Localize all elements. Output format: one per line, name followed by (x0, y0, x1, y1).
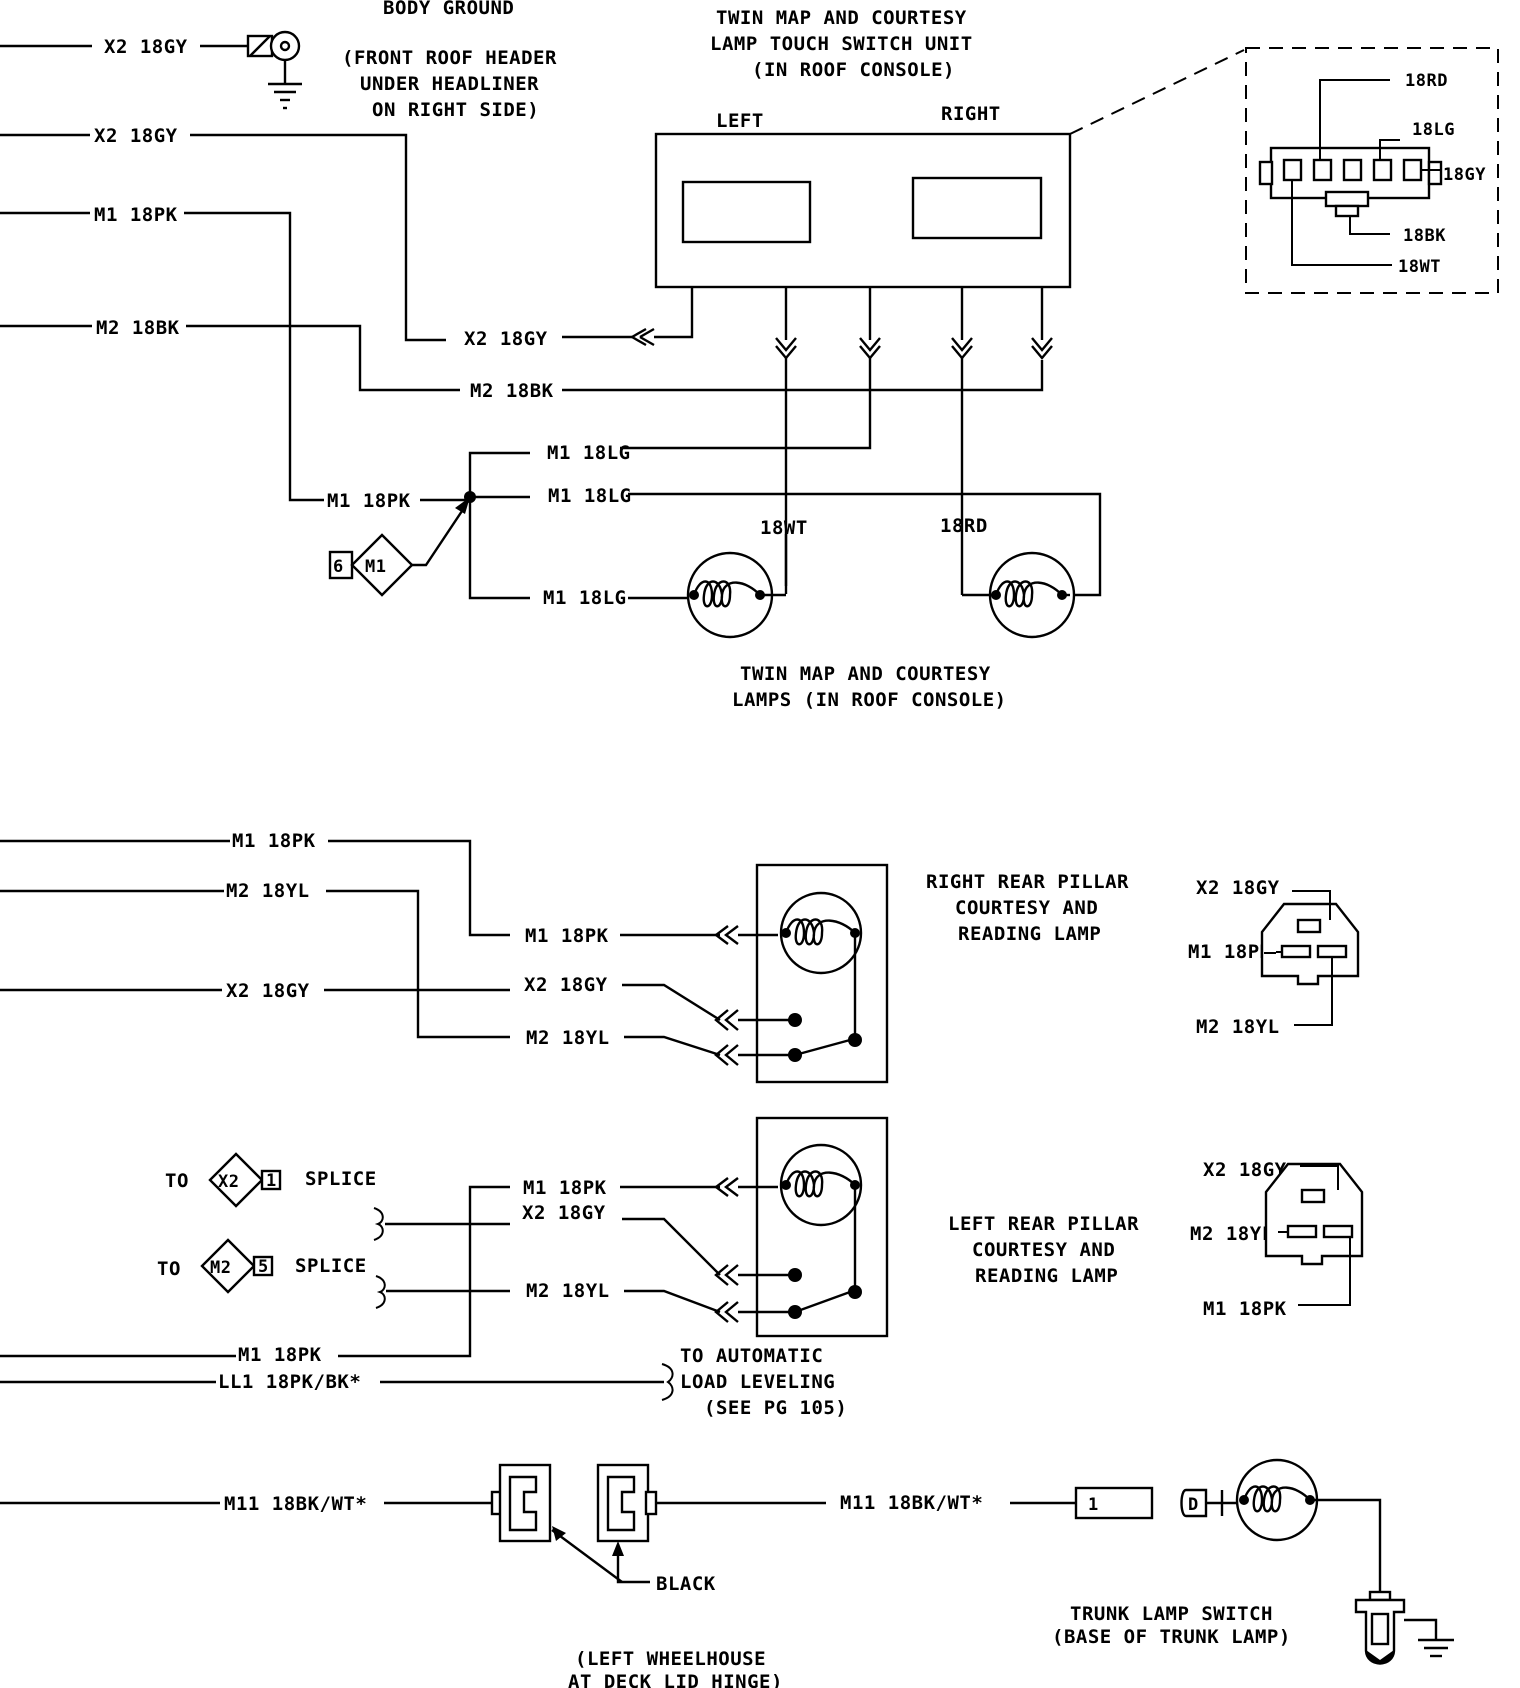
switch-connector-detail: 18RD 18LG 18GY 18BK 18WT (1245, 47, 1499, 294)
rr-pillar-3-label: READING LAMP (958, 923, 1101, 945)
body-ground-title-label: BODY GROUND (383, 0, 514, 19)
switch-terminals (620, 287, 1053, 595)
ll1-18pkbk-label: LL1 18PK/BK* (218, 1371, 361, 1393)
circuit-label: M2 (210, 1258, 231, 1278)
w18wt-label: 18WT (760, 517, 808, 539)
to-label: TO (165, 1170, 189, 1192)
m1-18lg-label: M1 18LG (547, 442, 631, 464)
left-rear-pillar-lamp: TO X2 1 SPLICE X2 18GY TO M2 5 SPLICE M2… (0, 1116, 1364, 1366)
x2-18gy-label: X2 18GY (226, 980, 310, 1002)
m1-18pk-label: M1 18PK (327, 490, 411, 512)
twin-lamps-2-label: LAMPS (IN ROOF CONSOLE) (732, 689, 1007, 711)
left-label: LEFT (716, 110, 764, 132)
right-touch-pad (911, 176, 1043, 240)
splice-label: SPLICE (295, 1255, 367, 1277)
right-rear-pillar-lamp: M1 18PK M1 18PK M2 18YL M2 18YL X2 18GY … (0, 830, 1360, 1084)
m2-18yl-label: M2 18YL (226, 880, 310, 902)
m2-18yl-label: M2 18YL (1190, 1223, 1274, 1245)
w18bk-label: 18BK (1403, 226, 1446, 246)
m1-18lg-label: M1 18LG (548, 485, 632, 507)
m1-18pk-label: M1 18PK (1188, 941, 1272, 963)
switch-title-3-label: (IN ROOF CONSOLE) (752, 59, 955, 81)
number-label: 6 (333, 557, 344, 577)
m11-18bkwt-label: M11 18BK/WT* (224, 1493, 367, 1515)
body-ground-loc-1-label: (FRONT ROOF HEADER (342, 47, 557, 69)
rr-pillar-connector (1260, 902, 1360, 986)
trunk-switch-pin-label: 1 (1088, 1495, 1099, 1515)
m1-splice-branch: M1 18LG M1 18LG M1 18LG 6 M1 (328, 442, 1102, 609)
m1-18pk-label: M1 18PK (94, 204, 178, 226)
m2-18yl-label: M2 18YL (1196, 1016, 1280, 1038)
m1-18pk-label: M1 18PK (1203, 1298, 1287, 1320)
m1-18pk-label: M1 18PK (525, 925, 609, 947)
auto-level-1-label: TO AUTOMATIC (680, 1345, 823, 1367)
trunk-switch-connector (1074, 1486, 1154, 1520)
twin-lamps-1-label: TWIN MAP AND COURTESY (740, 663, 991, 685)
m2-18yl-label: M2 18YL (526, 1027, 610, 1049)
x2-18gy-label: X2 18GY (1196, 877, 1280, 899)
auto-level-3-label: (SEE PG 105) (704, 1397, 847, 1419)
m1-18pk-label: M1 18PK (238, 1344, 322, 1366)
load-leveling-lead: LL1 18PK/BK* TO AUTOMATIC LOAD LEVELING … (0, 1345, 847, 1419)
wheelhouse-2-label: AT DECK LID HINGE) (568, 1671, 783, 1688)
trunk-lamp-plug-label: D (1188, 1495, 1199, 1515)
splice-label: SPLICE (305, 1168, 377, 1190)
left-touch-pad (681, 180, 812, 244)
w18rd-label: 18RD (940, 515, 988, 537)
twin-map-lamps: 18WT 18RD TWIN MAP AND COURTESY LAMPS (I… (686, 515, 1076, 711)
lr-pillar-1-label: LEFT REAR PILLAR (948, 1213, 1139, 1235)
body-ground-loc-3-label: ON RIGHT SIDE) (372, 99, 539, 121)
right-label: RIGHT (941, 103, 1001, 125)
trunk-switch-2-label: (BASE OF TRUNK LAMP) (1052, 1626, 1291, 1648)
number-label: 1 (266, 1171, 277, 1191)
m1-18lg-label: M1 18LG (543, 587, 627, 609)
rr-pillar-1-label: RIGHT REAR PILLAR (926, 871, 1129, 893)
touch-switch-unit: TWIN MAP AND COURTESY LAMP TOUCH SWITCH … (654, 7, 1245, 289)
rr-pillar-2-label: COURTESY AND (955, 897, 1098, 919)
auto-level-2-label: LOAD LEVELING (680, 1371, 835, 1393)
m2-18yl-label: M2 18YL (526, 1280, 610, 1302)
to-label: TO (157, 1258, 181, 1280)
body-ground: BODY GROUND (FRONT ROOF HEADER UNDER HEA… (0, 0, 557, 121)
body-ground-loc-2-label: UNDER HEADLINER (360, 73, 539, 95)
x2-18gy-label: X2 18GY (1203, 1159, 1287, 1181)
x2-18gy-label: X2 18GY (522, 1202, 606, 1224)
x2-18gy-label: X2 18GY (464, 328, 548, 350)
trunk-switch-1-label: TRUNK LAMP SWITCH (1070, 1603, 1273, 1625)
w18wt-label: 18WT (1398, 257, 1441, 277)
x2-18gy-label: X2 18GY (94, 125, 178, 147)
black-label: BLACK (656, 1573, 716, 1595)
circuit-label: M1 (365, 557, 386, 577)
x2-18gy-label: X2 18GY (104, 36, 188, 58)
w18rd-label: 18RD (1405, 71, 1448, 91)
lr-pillar-3-label: READING LAMP (975, 1265, 1118, 1287)
circuit-label: X2 (218, 1172, 239, 1192)
w18lg-label: 18LG (1412, 120, 1455, 140)
m11-18bkwt-label: M11 18BK/WT* (840, 1492, 983, 1514)
lr-pillar-connector (1264, 1162, 1364, 1266)
m2-18bk-label: M2 18BK (96, 317, 180, 339)
trunk-lamp-circuit: M11 18BK/WT* M11 18BK/WT* BLACK (LEFT WH… (0, 1458, 1454, 1688)
lr-pillar-2-label: COURTESY AND (972, 1239, 1115, 1261)
wheelhouse-1-label: (LEFT WHEELHOUSE (575, 1648, 766, 1670)
top-harness-wires: X2 18GY X2 18GY M1 18PK M1 18PK M2 18BK … (0, 125, 1044, 512)
m1-18pk-label: M1 18PK (523, 1177, 607, 1199)
switch-title-1-label: TWIN MAP AND COURTESY (716, 7, 967, 29)
m2-18bk-label: M2 18BK (470, 380, 554, 402)
w18gy-label: 18GY (1443, 165, 1486, 185)
m1-18pk-label: M1 18PK (232, 830, 316, 852)
switch-title-2-label: LAMP TOUCH SWITCH UNIT (710, 33, 973, 55)
number-label: 5 (258, 1257, 269, 1277)
x2-18gy-label: X2 18GY (524, 974, 608, 996)
